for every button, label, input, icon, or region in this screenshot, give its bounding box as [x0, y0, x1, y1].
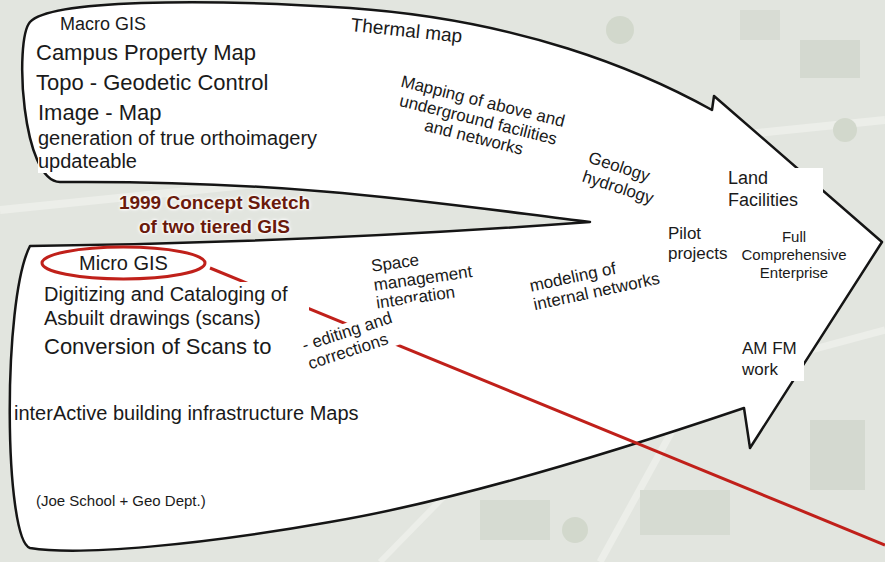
circled-label-node: Micro GIS: [40, 245, 207, 281]
sketch-note: modeling of internal networks: [528, 249, 673, 315]
text-wrap: modeling of internal networks: [528, 278, 668, 315]
sketch-note: Conversion of Scans to: [44, 334, 271, 360]
sketch-note: Land Facilities: [728, 168, 823, 211]
sketch-note: Image - Map: [38, 100, 162, 126]
photo-building: [640, 490, 730, 535]
sketch-note: Digitizing and Cataloging of Asbuilt dra…: [44, 282, 309, 330]
text-wrap: Image - Map: [38, 100, 162, 126]
photo-building: [740, 10, 780, 40]
text-wrap: (Joe School + Geo Dept.): [36, 492, 206, 510]
sketch-note: generation of true orthoimagery updateab…: [38, 127, 378, 173]
text-wrap: Mapping of above and underground facilit…: [400, 72, 575, 128]
text-wrap: Campus Property Map: [36, 40, 256, 66]
sketch-note: Mapping of above and underground facilit…: [386, 72, 569, 169]
sketch-note: interActive building infrastructure Maps: [14, 395, 359, 431]
photo-tree: [606, 16, 634, 44]
text-wrap: generation of true orthoimagery updateab…: [38, 127, 378, 173]
sketch-note: Thermal map: [350, 14, 464, 48]
sketch-note: - editing and corrections: [300, 299, 430, 373]
sketch-note: Full Comprehensive Enterprise: [738, 228, 850, 282]
text-wrap: Full Comprehensive Enterprise: [738, 228, 850, 282]
text-wrap: Land Facilities: [728, 168, 823, 211]
photo-tree: [833, 118, 857, 142]
photo-building: [480, 500, 550, 540]
title-wrap: 1999 Concept Sketch of two tiered GIS: [112, 191, 317, 239]
text-wrap: Conversion of Scans to: [44, 334, 271, 360]
sketch-note: Pilot projects: [668, 224, 738, 263]
text-wrap: Macro GIS: [60, 14, 146, 36]
red-ellipse-outline: [42, 247, 205, 279]
sketch-note: AM FM work: [742, 338, 804, 381]
text-wrap: interActive building infrastructure Maps: [14, 395, 359, 431]
photo-building: [800, 40, 860, 78]
sketch-note: Topo - Geodetic Control: [36, 70, 268, 96]
hand-drawn-arrow: [10, 2, 882, 550]
sketch-note: Macro GIS: [60, 14, 146, 36]
text-wrap: Pilot projects: [668, 224, 738, 263]
text-wrap: Thermal map: [352, 14, 464, 37]
text-wrap: Geology hydrology: [592, 148, 682, 189]
text-wrap: Topo - Geodetic Control: [36, 70, 268, 96]
photo-tree: [562, 517, 588, 543]
sketch-note: (Joe School + Geo Dept.): [36, 492, 206, 510]
diagram-title: 1999 Concept Sketch of two tiered GIS: [112, 191, 317, 239]
sketch-note: Space management integration: [370, 237, 526, 313]
photo-road: [380, 470, 470, 562]
sketch-note: Geology hydrology: [579, 148, 677, 215]
sketch-note: Campus Property Map: [36, 40, 256, 66]
circled-label: Micro GIS: [79, 251, 168, 275]
text-wrap: Space management integration: [370, 258, 520, 314]
text-wrap: - editing and corrections: [300, 338, 425, 375]
photo-building: [810, 420, 865, 490]
text-wrap: AM FM work: [742, 338, 804, 381]
text-wrap: Digitizing and Cataloging of Asbuilt dra…: [44, 282, 309, 330]
